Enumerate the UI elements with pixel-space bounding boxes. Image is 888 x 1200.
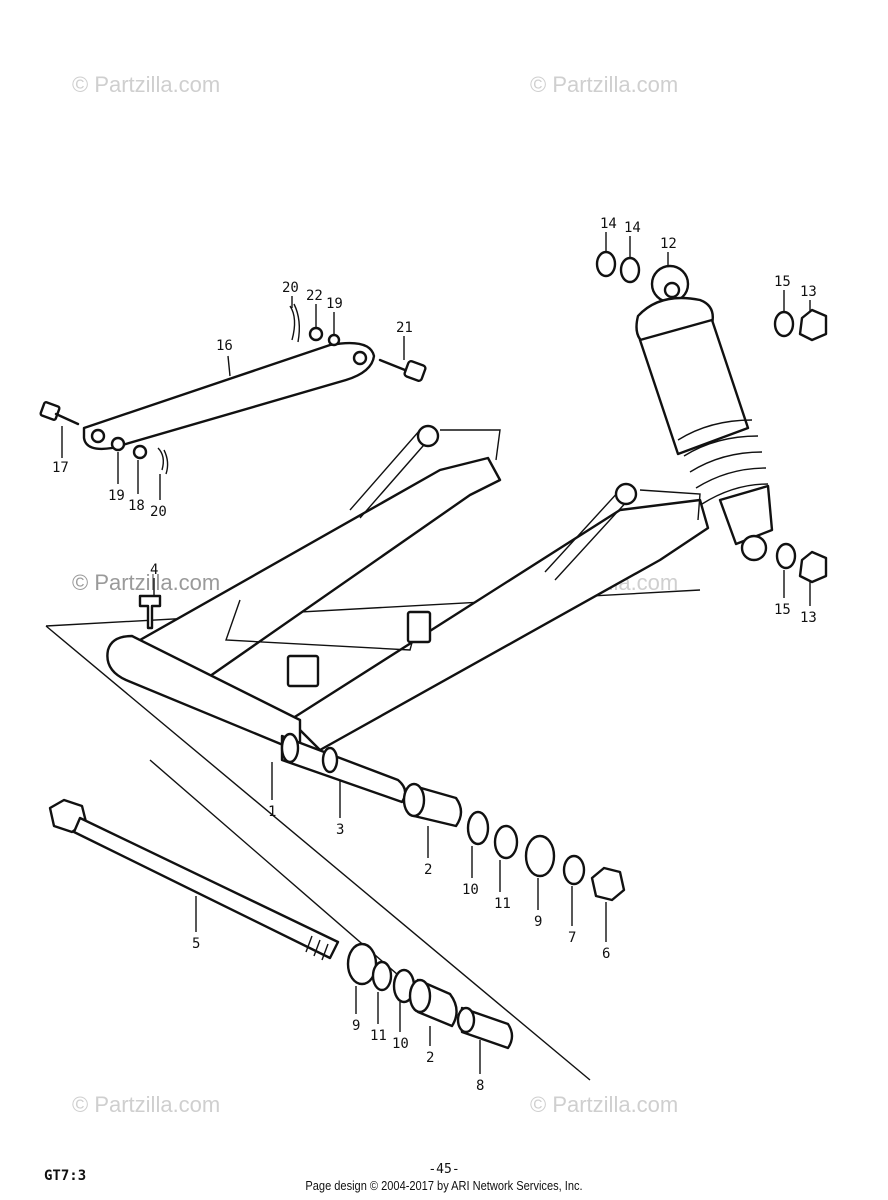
callout-2: 2 xyxy=(424,862,432,878)
callout-18: 18 xyxy=(128,498,145,514)
page-number: -45- xyxy=(428,1162,460,1177)
callout-9: 9 xyxy=(534,914,542,930)
callout-9: 9 xyxy=(352,1018,360,1034)
callout-1: 1 xyxy=(268,804,276,820)
callout-20: 20 xyxy=(150,504,167,520)
callout-20: 20 xyxy=(282,280,299,296)
leader-lines xyxy=(61,232,811,1074)
callout-4: 4 xyxy=(150,562,158,578)
copyright-notice: Page design © 2004-2017 by ARI Network S… xyxy=(305,1178,583,1193)
callout-14: 14 xyxy=(624,220,641,236)
watermark: © Partzilla.com xyxy=(530,1092,678,1117)
callout-5: 5 xyxy=(192,936,200,952)
bolt-17 xyxy=(39,401,80,426)
pivot-bushing xyxy=(280,732,407,804)
callout-21: 21 xyxy=(396,320,413,336)
callout-15: 15 xyxy=(774,602,791,618)
callout-22: 22 xyxy=(306,288,323,304)
small-fasteners xyxy=(110,303,341,475)
callout-14: 14 xyxy=(600,216,617,232)
rear-shock-absorber xyxy=(595,250,828,584)
callout-10: 10 xyxy=(392,1036,409,1052)
right-hardware-stack xyxy=(402,782,626,902)
watermark: © Partzilla.com xyxy=(530,72,678,97)
callout-16: 16 xyxy=(216,338,233,354)
callout-12: 12 xyxy=(660,236,677,252)
watermark: © Partzilla.com xyxy=(72,1092,220,1117)
callout-3: 3 xyxy=(336,822,344,838)
callout-labels: 14 14 12 15 13 15 13 16 20 22 19 21 17 1… xyxy=(52,216,817,1094)
watermark: © Partzilla.com xyxy=(72,72,220,97)
callout-13: 13 xyxy=(800,284,817,300)
bolt-21 xyxy=(378,358,427,382)
callout-8: 8 xyxy=(476,1078,484,1094)
callout-11: 11 xyxy=(370,1028,387,1044)
callout-6: 6 xyxy=(602,946,610,962)
callout-2: 2 xyxy=(426,1050,434,1066)
callout-19: 19 xyxy=(326,296,343,312)
torque-link xyxy=(82,341,376,451)
callout-11: 11 xyxy=(494,896,511,912)
callout-19: 19 xyxy=(108,488,125,504)
callout-10: 10 xyxy=(462,882,479,898)
model-code: GT7:3 xyxy=(44,1168,87,1184)
callout-7: 7 xyxy=(568,930,576,946)
callout-15: 15 xyxy=(774,274,791,290)
left-hardware-stack xyxy=(346,942,514,1050)
callout-17: 17 xyxy=(52,460,69,476)
watermark: © Partzilla.com xyxy=(72,570,220,595)
pivot-bolt xyxy=(48,798,340,961)
swing-arm xyxy=(106,424,710,754)
callout-13: 13 xyxy=(800,610,817,626)
